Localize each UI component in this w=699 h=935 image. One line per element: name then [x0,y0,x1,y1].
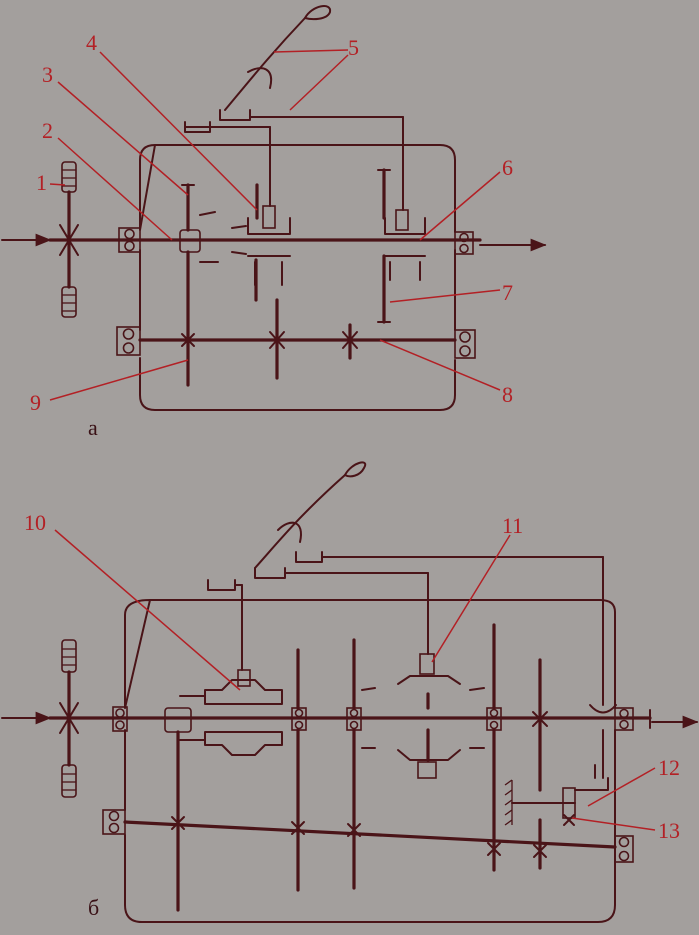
shift-mechanism-b [207,461,617,779]
primary-gears-a [179,168,426,387]
callout-leaders [49,49,656,831]
counter-gears-a [181,298,358,380]
synchronizer-10 [179,669,283,756]
housing-b [124,599,616,923]
synchronizer-11 [361,653,485,779]
gears-b [171,623,548,912]
panel-a-schematic: а [1,5,547,440]
bearings-b [102,706,634,863]
callout-5: 5 [348,35,359,60]
callout-2: 2 [42,118,53,143]
clutch-b [59,639,79,798]
callout-11: 11 [502,513,523,538]
callout-13: 13 [658,818,680,843]
callout-4: 4 [86,30,97,55]
callout-10: 10 [24,510,46,535]
callout-3: 3 [42,62,53,87]
shift-mechanism-a [184,5,404,211]
panel-b-schematic: б [1,461,699,923]
panel-label-b: б [88,895,99,920]
bearings-a [116,227,476,359]
reverse-idler-b [504,764,609,826]
callout-6: 6 [502,155,513,180]
callout-9: 9 [30,390,41,415]
panel-label-a: а [88,415,98,440]
callout-12: 12 [658,755,680,780]
callout-numbers: 1 2 3 4 5 6 7 8 9 10 11 12 13 [24,30,680,843]
callout-8: 8 [502,382,513,407]
clutch-a [59,161,79,318]
housing-a [139,144,456,411]
countershaft-b [123,820,617,849]
callout-7: 7 [502,280,513,305]
callout-1: 1 [36,170,47,195]
